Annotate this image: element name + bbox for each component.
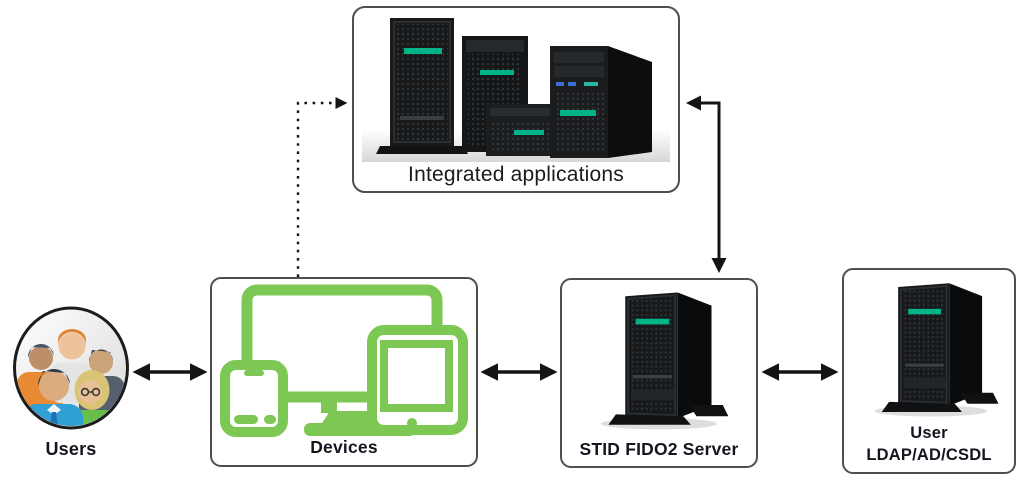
integrated-applications-label: Integrated applications xyxy=(408,163,624,186)
users-label: Users xyxy=(45,439,97,459)
tower-server-icon xyxy=(600,292,729,430)
node-stid-fido2-server: STID FIDO2 Server xyxy=(560,278,758,468)
server-cluster-icon xyxy=(362,18,670,162)
user-group-icon xyxy=(13,306,129,430)
devices-label: Devices xyxy=(310,437,378,457)
user-ldap-label-line1: User xyxy=(910,424,948,443)
arrow-devices-integrated-dotted xyxy=(296,97,348,277)
node-integrated-applications: Integrated applications xyxy=(352,6,680,193)
arrow-integrated-stid-elbow xyxy=(686,95,727,273)
user-ldap-label: User LDAP/AD/CSDL xyxy=(844,423,1014,467)
user-ldap-label-line2: LDAP/AD/CSDL xyxy=(866,446,992,465)
tower-server-icon xyxy=(874,283,999,417)
stid-fido2-server-label: STID FIDO2 Server xyxy=(579,439,739,459)
node-user-ldap: User LDAP/AD/CSDL xyxy=(842,268,1016,474)
node-devices: Devices xyxy=(210,277,478,467)
node-users: Users xyxy=(10,306,132,460)
devices-icon xyxy=(220,284,468,437)
